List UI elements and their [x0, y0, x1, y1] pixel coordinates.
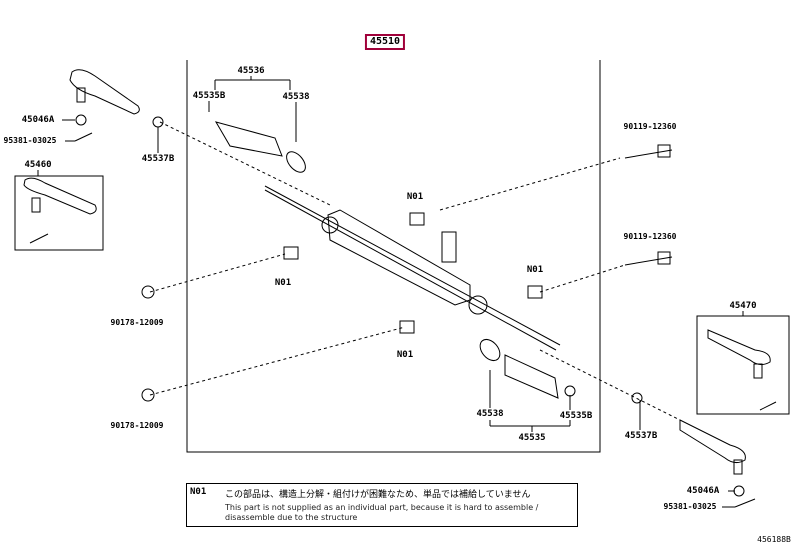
part-label[interactable]: 95381-03025 — [663, 502, 717, 511]
note-english: This part is not supplied as an individu… — [225, 503, 539, 522]
note-japanese: この部品は、構造上分解・組付けが困難なため、単品では補給していません — [225, 490, 531, 500]
part-label[interactable]: 45536 — [237, 66, 265, 76]
tie-rod-end-inset-right — [707, 329, 777, 411]
small-parts — [74, 114, 756, 508]
figure-id: 456188B — [757, 535, 791, 544]
part-label[interactable]: 45046A — [21, 115, 55, 125]
tie-rod-end-right — [679, 419, 746, 475]
part-label[interactable]: 90119-12360 — [623, 122, 677, 131]
note-box: N01 この部品は、構造上分解・組付けが困難なため、単品では補給していません T… — [186, 483, 578, 527]
tie-rod-end-left — [69, 69, 140, 115]
part-label[interactable]: 95381-03025 — [3, 136, 57, 145]
part-label[interactable]: 45535 — [518, 433, 546, 443]
part-label[interactable]: 45535B — [192, 91, 226, 101]
part-label[interactable]: 45535B — [559, 411, 593, 421]
part-label[interactable]: 45537B — [624, 431, 658, 441]
boots — [214, 121, 559, 399]
part-label[interactable]: N01 — [526, 265, 544, 275]
part-label[interactable]: 45470 — [729, 301, 757, 311]
part-label[interactable]: 45537B — [141, 154, 175, 164]
leader-solid — [14, 76, 790, 508]
part-label[interactable]: 45460 — [24, 160, 52, 170]
part-label[interactable]: N01 — [396, 350, 414, 360]
main-part-number[interactable]: 45510 — [364, 34, 406, 50]
part-label[interactable]: 90119-12360 — [623, 232, 677, 241]
part-label[interactable]: 90178-12009 — [110, 421, 164, 430]
leader-lines — [149, 121, 681, 421]
part-label[interactable]: 45538 — [282, 92, 310, 102]
part-label[interactable]: 45538 — [476, 409, 504, 419]
part-label[interactable]: 45046A — [686, 486, 720, 496]
assembly-frame — [186, 60, 601, 453]
part-label[interactable]: 90178-12009 — [110, 318, 164, 327]
part-label[interactable]: N01 — [274, 278, 292, 288]
part-label[interactable]: N01 — [406, 192, 424, 202]
tie-rod-end-inset-left — [23, 177, 97, 244]
note-code: N01 — [190, 487, 207, 497]
steering-rack — [264, 185, 561, 351]
